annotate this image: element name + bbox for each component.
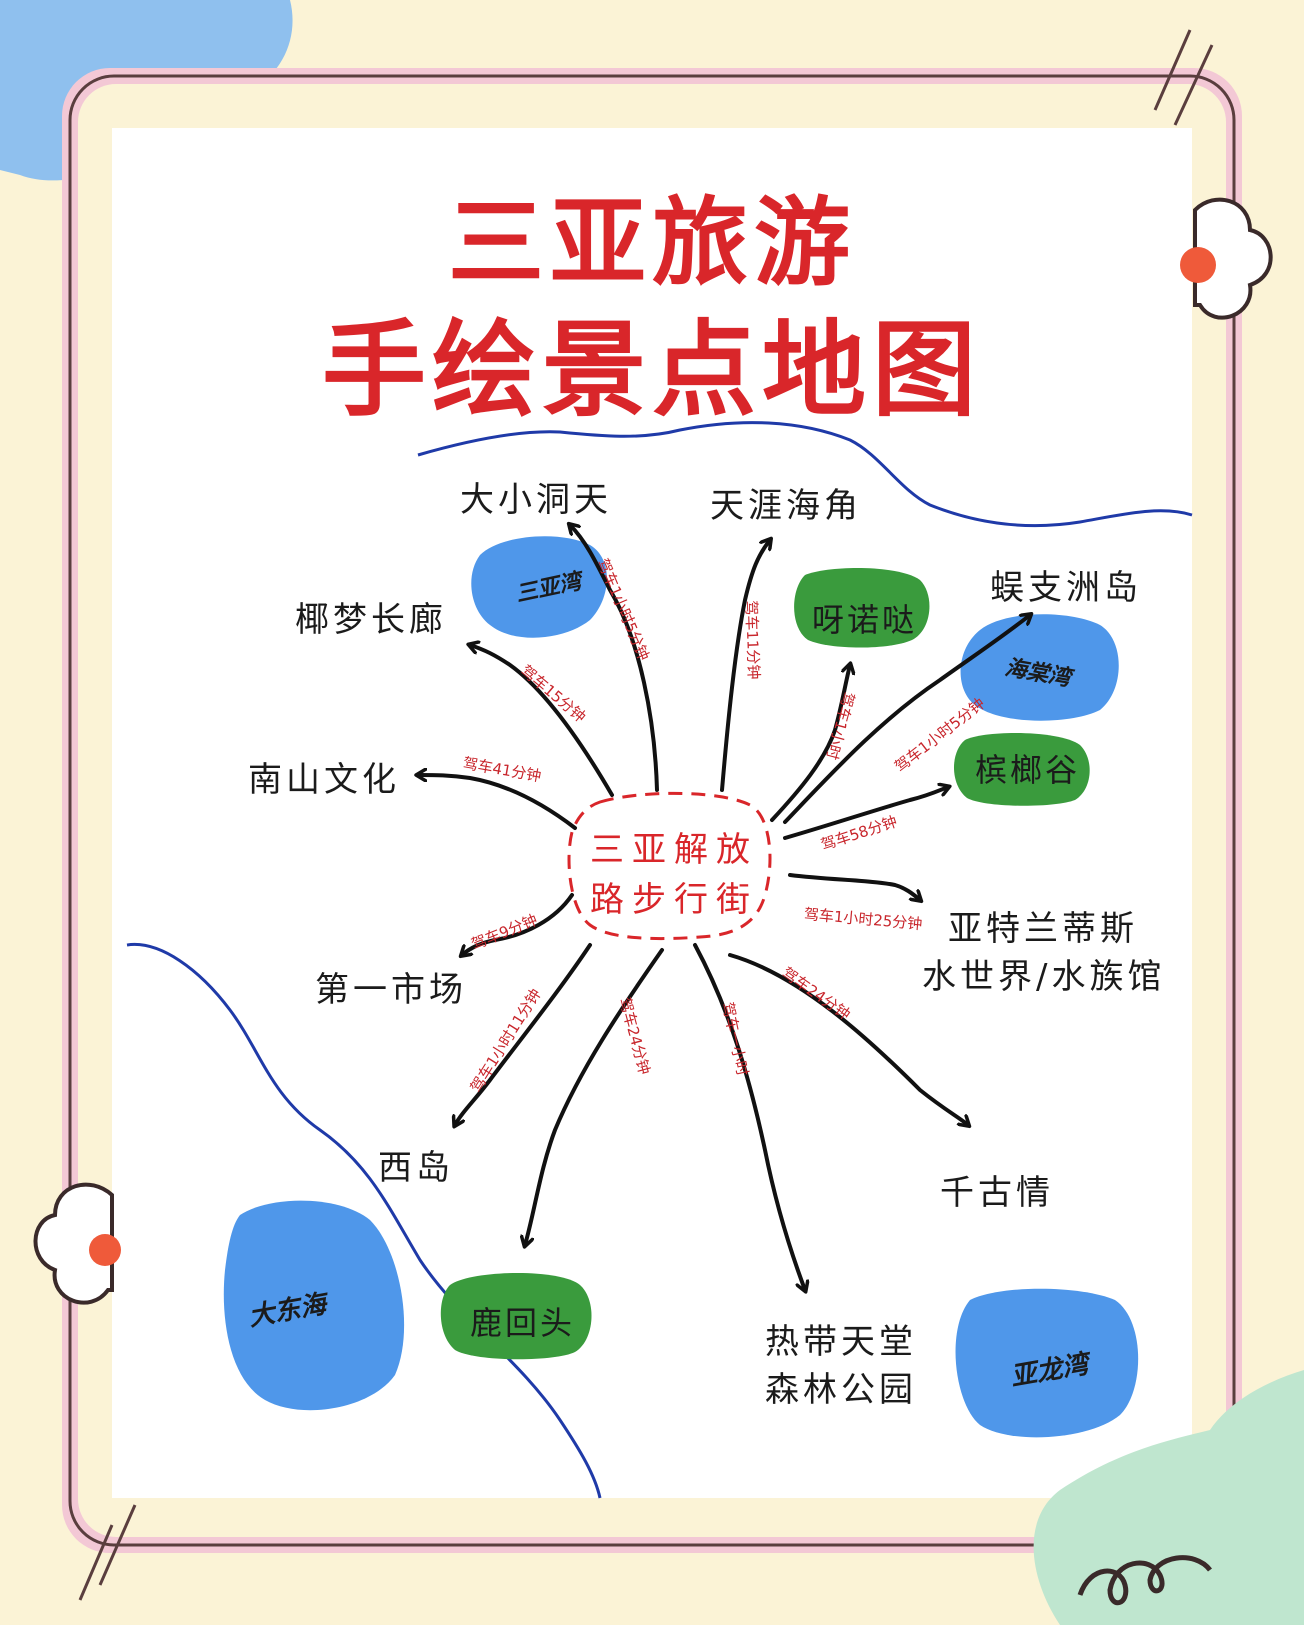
green-binlanggu [953,733,1090,806]
corner-splash-bottom-right [1033,1370,1304,1625]
green-label-luhuitou: 鹿回头 [470,1304,576,1342]
place-yatelandisi-line-1: 亚特兰蒂斯 [948,909,1138,949]
water-dadonghai [223,1200,405,1411]
route-arrows [418,525,1030,1290]
green-label-binlanggu: 槟榔谷 [975,751,1081,789]
arrow-to-diyishichang [462,893,574,955]
center-dashed-outline [567,791,772,941]
deco-line-top-right [1153,29,1214,126]
place-nanshanwenhua: 南山文化 [248,760,400,800]
corner-swirl-bottom-right [1077,1555,1212,1605]
place-tianyahaijiao: 天涯海角 [710,486,862,526]
arrow-to-yemengchanglang [470,645,614,797]
deco-line-bottom-left [78,1504,137,1601]
arrow-to-luhuitou [525,948,664,1245]
place-redaitiantang-line-2: 森林公园 [765,1370,917,1410]
arrow-to-wuzhizhoudao [783,615,1030,824]
place-qianguqing: 千古情 [940,1173,1054,1213]
route-label-tianyahaijiao: 驾车11分钟 [742,600,763,680]
arrow-to-nanshanwenhua [418,775,577,830]
place-diyishichang: 第一市场 [315,970,467,1010]
place-redaitiantang-line-1: 热带天堂 [765,1322,917,1362]
place-redaitiantang: 热带天堂 森林公园 [765,1318,917,1414]
water-yalongwan [955,1288,1139,1438]
center-place-label: 三亚解放 路步行街 [590,825,770,925]
place-yemengchanglang: 椰梦长廊 [295,600,447,640]
arrow-to-tianyahaijiao [720,540,770,792]
coastline-south [126,942,602,1499]
green-yanuoda [794,568,930,648]
arrow-to-binlanggu [783,787,948,840]
water-sanyawan [471,536,607,638]
flower-right-decoration [1180,197,1273,320]
place-xidao: 西岛 [378,1148,454,1188]
arrow-to-redaitiantang [693,943,805,1290]
green-label-yanuoda: 呀诺哒 [812,601,918,639]
arrow-to-daxiaodongtian [570,525,659,792]
flower-left-decoration [33,1182,121,1305]
center-line-2: 路步行街 [590,880,758,920]
place-yatelandisi: 亚特兰蒂斯 水世界/水族馆 [922,905,1165,1001]
place-wuzhizhoudao: 蜈支洲岛 [990,568,1142,608]
place-daxiaodongtian: 大小洞天 [460,480,612,520]
arrow-to-xidao [455,943,592,1125]
arrow-to-qianguqing [728,953,968,1125]
green-luhuitou [440,1272,592,1360]
title-line-1: 三亚旅游 [448,187,856,299]
title-line-2: 手绘景点地图 [321,309,982,431]
arrow-to-yanuoda [770,665,850,822]
coastline-north [417,421,1193,528]
water-haitangwan [960,614,1119,721]
place-yatelandisi-line-2: 水世界/水族馆 [922,957,1166,997]
center-line-1: 三亚解放 [590,830,758,870]
arrow-to-yatelandisi [788,873,920,900]
frame-line [68,74,1236,1547]
